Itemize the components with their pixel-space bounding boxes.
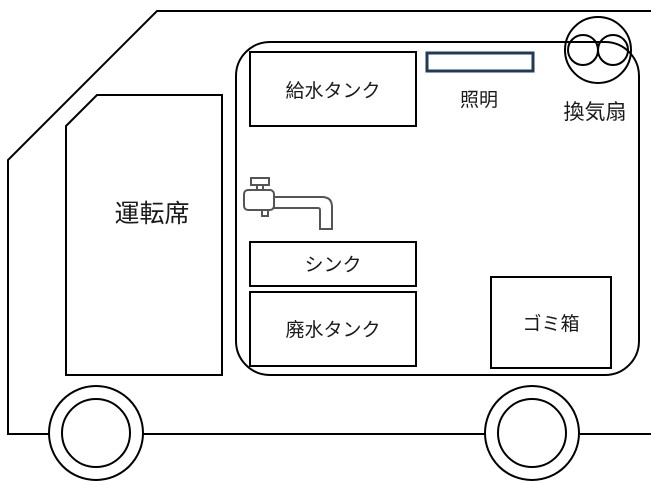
ventilation-fan-label: 換気扇 — [564, 100, 627, 124]
lighting-fixture — [425, 51, 535, 73]
rear-wheel-icon — [484, 385, 580, 481]
driver-seat-label: 運転席 — [114, 199, 189, 228]
driver-seat-area — [65, 94, 223, 376]
trash-box-label: ゴミ箱 — [522, 313, 579, 335]
waste-water-tank-label: 廃水タンク — [285, 319, 380, 341]
water-supply-tank — [249, 51, 417, 127]
lighting-label: 照明 — [460, 89, 498, 111]
sink-label: シンク — [304, 254, 361, 276]
faucet-icon — [243, 177, 333, 230]
water-supply-tank-label: 給水タンク — [285, 80, 380, 102]
trash-box — [490, 276, 612, 369]
waste-water-tank — [249, 291, 417, 367]
ventilation-fan-icon — [564, 16, 632, 84]
front-wheel-icon — [48, 385, 144, 481]
kitchen-compartment — [235, 41, 640, 376]
vehicle-body-outline — [7, 10, 651, 435]
sink — [249, 241, 417, 287]
